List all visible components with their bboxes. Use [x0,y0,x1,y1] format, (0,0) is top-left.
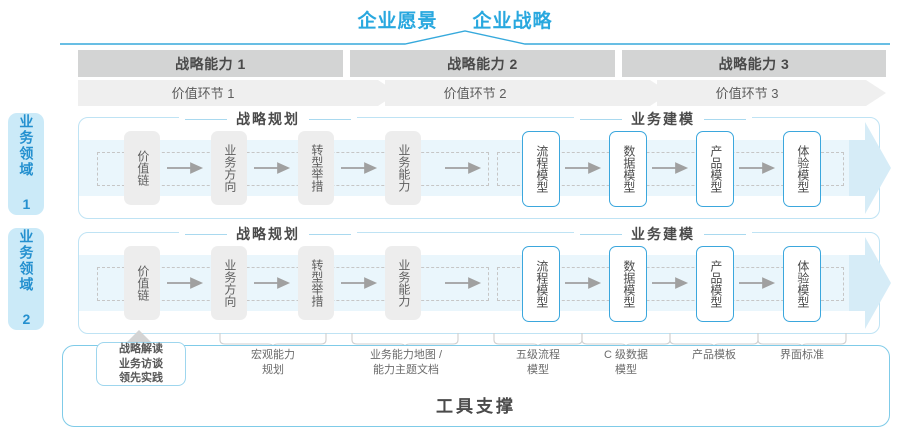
flow-band-arrowhead-2 [849,237,891,329]
brace-connector-macro-capability [219,333,327,347]
header-titles: 企业愿景 企业战略 [0,6,910,33]
capability-bar-3[interactable]: 战略能力 3 [622,50,886,77]
arrow-icon [565,277,602,289]
title-enterprise-vision: 企业愿景 [357,11,438,32]
arrow-icon [739,162,776,174]
node-product-model-2[interactable]: 产品模型 [696,246,734,322]
brace-connector-ui-standard [757,333,847,347]
group-label-modeling-2-text: 业务建模 [631,226,695,242]
group-label-strategy-2: 战略规划 [179,224,357,244]
node-business-direction-1[interactable]: 业务方向 [211,131,247,205]
node-experience-model-1[interactable]: 体验模型 [783,131,821,207]
brace-connector-product-template [669,333,759,347]
value-link-1[interactable]: 价值环节 1 [78,80,328,105]
domain-2-label: 业务领域 2 [18,229,35,329]
arrow-icon [739,277,776,289]
value-link-strip [78,80,886,106]
capability-bar-3-label: 战略能力 3 [718,55,790,72]
node-business-capability-1[interactable]: 业务能力 [385,131,421,205]
node-value-chain-1[interactable]: 价值链 [124,131,160,205]
node-process-model-1[interactable]: 流程模型 [522,131,560,207]
node-product-model-1[interactable]: 产品模型 [696,131,734,207]
sidebar-item-domain-1[interactable]: 业务领域 1 [8,113,44,215]
node-business-capability-2[interactable]: 业务能力 [385,246,421,320]
domain-row-1: 战略规划 业务建模 价值链 业务方向 转型举措 业务能力 流程模型 数据模型 产… [78,109,891,219]
tool-label-five-level-process-model: 五级流程 模型 [516,349,560,376]
arrow-icon [254,277,291,289]
arrow-icon [445,162,482,174]
value-chain-dashed-track-2b [497,267,844,301]
tool-label-product-template: 产品模板 [692,349,736,361]
group-label-strategy-2-text: 战略规划 [236,226,300,242]
node-process-model-2[interactable]: 流程模型 [522,246,560,322]
header-divider-line [60,30,890,45]
value-chain-dashed-track-2a [97,267,489,301]
flow-band-arrowhead-1 [849,122,891,214]
node-business-direction-2[interactable]: 业务方向 [211,246,247,320]
up-arrow-icon [127,330,151,348]
title-enterprise-strategy: 企业战略 [472,11,553,32]
brace-connector-capability-map [351,333,459,347]
brace-connector-data-model [581,333,671,347]
tool-label-macro-capability: 宏观能力 规划 [251,349,295,376]
arrow-icon [254,162,291,174]
group-label-modeling-1-text: 业务建模 [631,111,695,127]
node-data-model-1[interactable]: 数据模型 [609,131,647,207]
arrow-icon [167,277,204,289]
sidebar-item-domain-2[interactable]: 业务领域 2 [8,228,44,330]
value-link-3-label: 价值环节 3 [715,86,779,101]
capability-bar-2-label: 战略能力 2 [447,55,518,72]
tool-chip-label: 战略解读 业务访谈 领先实践 [119,342,163,385]
arrow-icon [565,162,602,174]
value-chain-dashed-track-1a [97,152,489,186]
group-label-modeling-1: 业务建模 [574,109,752,129]
domain-row-2: 战略规划 业务建模 价值链 业务方向 转型举措 业务能力 流程模型 数据模型 产… [78,224,891,334]
domain-1-label: 业务领域 1 [18,114,35,214]
arrow-icon [341,277,378,289]
tool-label-capability-map: 业务能力地图 / 能力主题文档 [369,349,443,376]
value-link-2-label: 价值环节 2 [443,86,507,101]
arrow-icon [652,277,689,289]
node-value-chain-2[interactable]: 价值链 [124,246,160,320]
tool-label-c-level-data-model: C 级数据 模型 [604,349,648,376]
value-link-1-label: 价值环节 1 [171,86,235,101]
node-transformation-measures-2[interactable]: 转型举措 [298,246,334,320]
capability-bar-2[interactable]: 战略能力 2 [350,50,615,77]
group-label-modeling-2: 业务建模 [574,224,752,244]
brace-connector-process-model [493,333,583,347]
tool-support-panel: 工具支撑 [62,345,890,427]
value-link-3[interactable]: 价值环节 3 [622,80,872,105]
tool-label-ui-standard: 界面标准 [780,349,824,361]
capability-bar-1[interactable]: 战略能力 1 [78,50,343,77]
value-chain-dashed-track-1b [497,152,844,186]
node-data-model-2[interactable]: 数据模型 [609,246,647,322]
node-experience-model-2[interactable]: 体验模型 [783,246,821,322]
node-transformation-measures-1[interactable]: 转型举措 [298,131,334,205]
arrow-icon [341,162,378,174]
group-label-strategy-1-text: 战略规划 [236,111,300,127]
arrow-icon [445,277,482,289]
group-label-strategy-1: 战略规划 [179,109,357,129]
arrow-icon [167,162,204,174]
value-link-2[interactable]: 价值环节 2 [350,80,600,105]
arrow-icon [652,162,689,174]
tool-support-title: 工具支撑 [436,397,516,416]
tool-chip-strategy-interpretation[interactable]: 战略解读 业务访谈 领先实践 [96,342,186,386]
capability-bar-1-label: 战略能力 1 [175,55,246,72]
